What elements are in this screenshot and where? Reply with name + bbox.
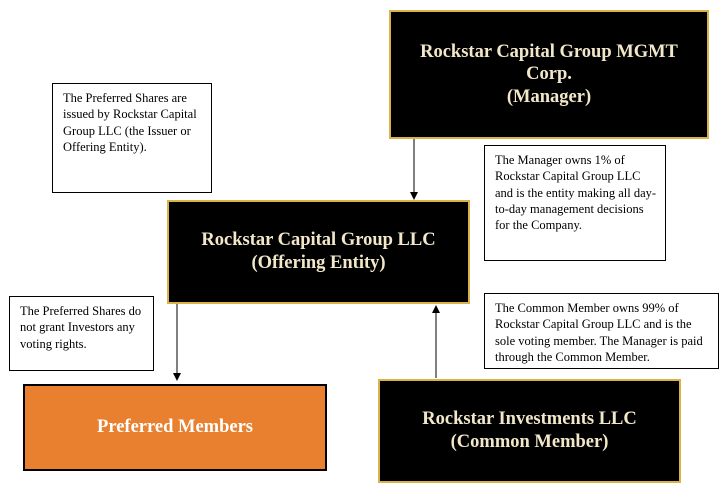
- manager-name-line2: Corp.: [526, 64, 572, 85]
- manager-role: (Manager): [506, 86, 592, 107]
- offering-entity-role: (Offering Entity): [251, 253, 386, 273]
- offering-entity-name: Rockstar Capital Group LLC: [201, 230, 436, 251]
- common-member-box: Rockstar Investments LLC (Common Member): [378, 379, 681, 483]
- voting-rights-note: The Preferred Shares do not grant Invest…: [9, 296, 154, 371]
- manager-name-line1: Rockstar Capital Group MGMT: [420, 41, 678, 62]
- preferred-members-box: Preferred Members: [23, 384, 327, 471]
- common-member-name: Rockstar Investments LLC: [422, 409, 637, 430]
- manager-ownership-note: The Manager owns 1% of Rockstar Capital …: [484, 145, 666, 261]
- common-ownership-note: The Common Member owns 99% of Rockstar C…: [484, 293, 719, 369]
- offering-entity-box: Rockstar Capital Group LLC (Offering Ent…: [167, 200, 470, 304]
- manager-box: Rockstar Capital Group MGMT Corp. (Manag…: [389, 10, 709, 139]
- preferred-members-label: Preferred Members: [97, 417, 253, 438]
- common-member-role: (Common Member): [450, 432, 609, 452]
- issuer-note: The Preferred Shares are issued by Rocks…: [52, 83, 212, 193]
